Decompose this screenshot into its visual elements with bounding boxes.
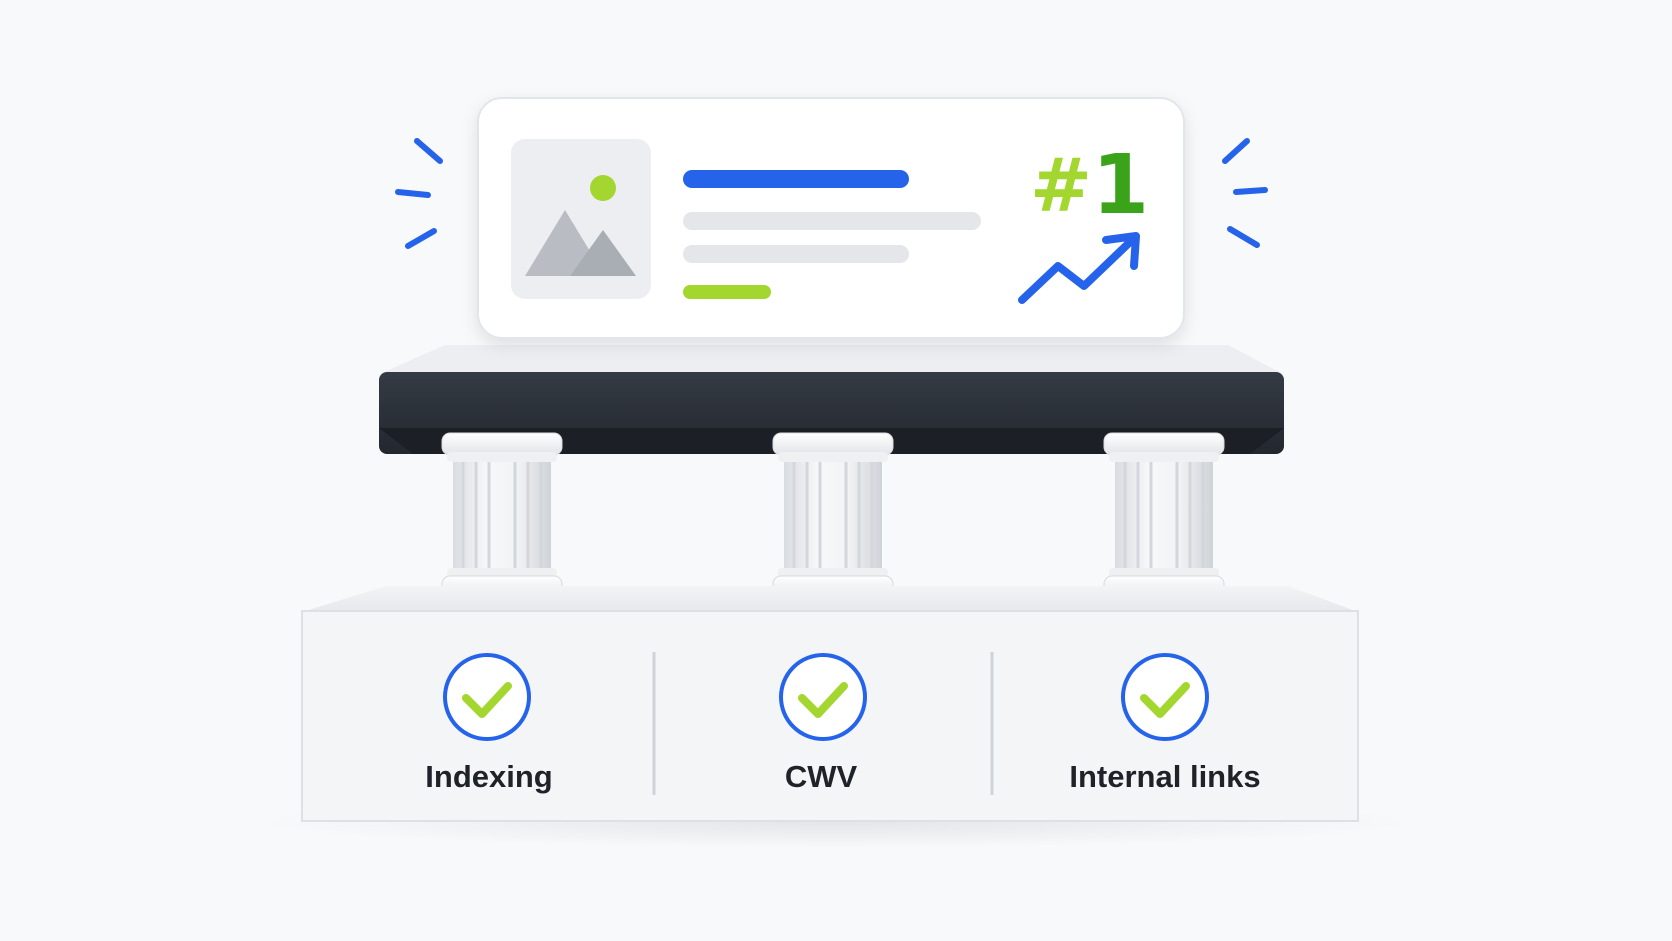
result-url-line [683,285,771,299]
burst-lines-right [1222,138,1268,248]
slab-top-surface [380,345,1283,374]
pillar-indexing: Indexing [425,653,553,794]
column-3 [1103,432,1225,599]
pillar-cwv: CWV [779,653,867,794]
burst-lines-left [395,138,443,249]
result-title-line [683,170,909,188]
result-text-line-2 [683,245,909,263]
pillar-label-indexing: Indexing [425,759,552,794]
column-2 [772,432,894,599]
dark-slab [379,372,1284,454]
rank-number: 1 [1092,138,1149,233]
image-icon [511,139,651,299]
columns [441,432,1225,599]
pillar-label-cwv: CWV [785,759,858,794]
rank-hash: # [1030,143,1092,229]
column-1 [441,432,563,599]
trending-up-icon [1018,232,1140,304]
check-circle-icon [1121,653,1209,741]
check-circle-icon [443,653,531,741]
result-text-line-1 [683,212,981,230]
pillar-label-internal-links: Internal links [1069,759,1260,794]
pillar-internal-links: Internal links [1069,653,1261,794]
check-circle-icon [779,653,867,741]
